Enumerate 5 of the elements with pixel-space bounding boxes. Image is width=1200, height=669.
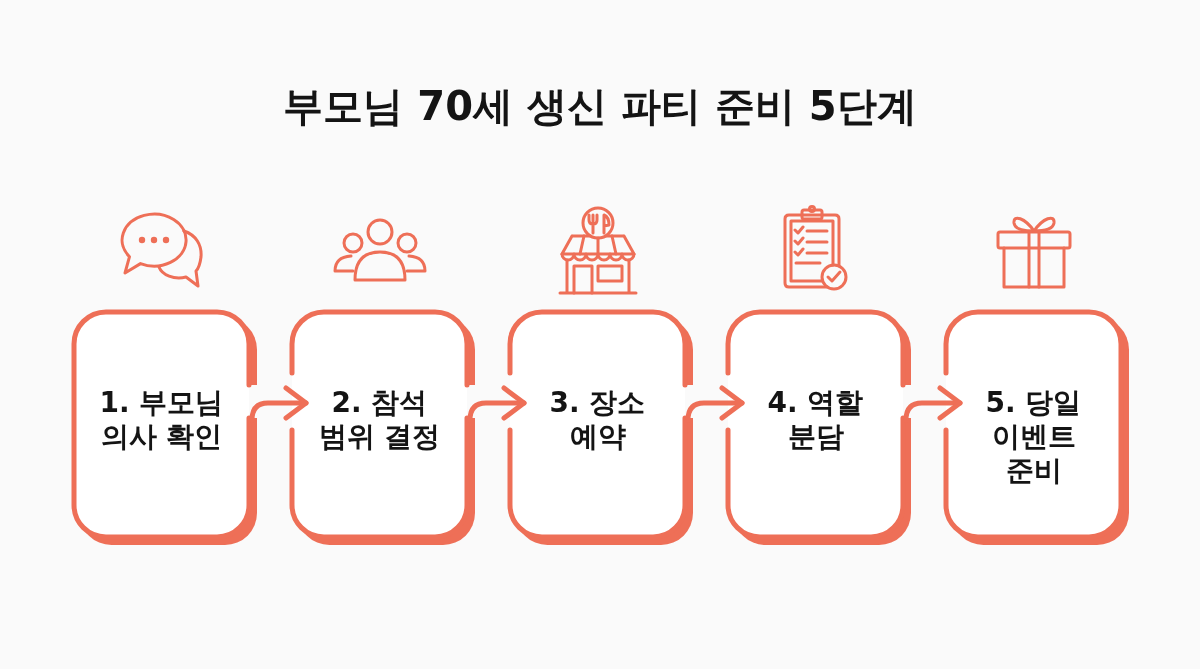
- arrow: [467, 385, 527, 423]
- title: 부모님 70세 생신 파티 준비 5단계: [283, 82, 917, 130]
- arrow: [903, 385, 963, 423]
- arrow: [249, 385, 309, 423]
- arrow: [685, 385, 745, 423]
